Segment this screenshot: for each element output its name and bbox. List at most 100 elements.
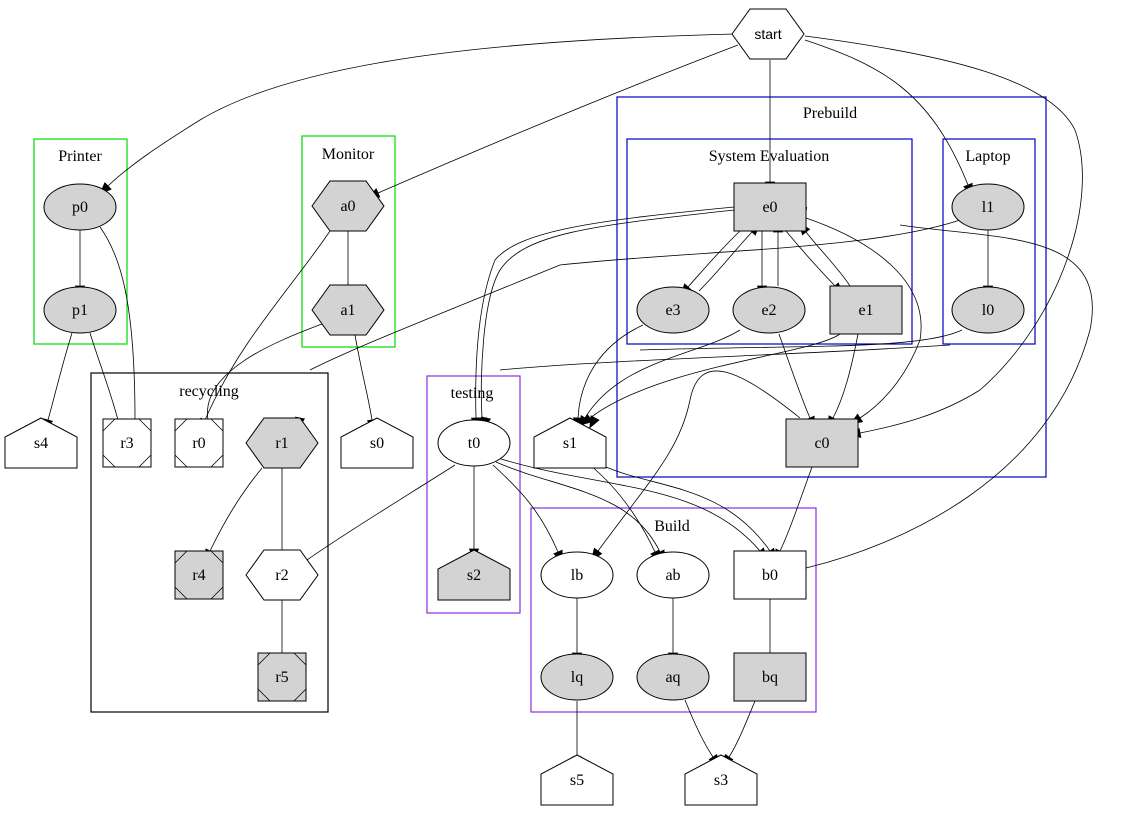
node-lb[interactable]: lb	[540, 551, 614, 599]
node-s4[interactable]: s4	[4, 417, 78, 469]
edge-c0-to-lb	[590, 370, 801, 561]
edge-line	[698, 231, 753, 292]
node-aq[interactable]: aq	[636, 653, 710, 701]
node-shape-house	[437, 549, 511, 601]
node-r3[interactable]: r3	[102, 418, 152, 468]
edge-line	[495, 461, 661, 553]
node-shape-box	[733, 550, 807, 600]
cluster-system-evaluation: System Evaluation	[626, 138, 913, 345]
node-label: aq	[665, 669, 680, 686]
edge-line	[204, 230, 331, 421]
node-shape-house	[540, 754, 614, 806]
node-label: r3	[120, 435, 133, 452]
cluster-border	[426, 375, 521, 614]
node-label: s4	[34, 435, 48, 452]
edge-e0-to-e3	[679, 230, 741, 296]
node-s2[interactable]: s2	[437, 549, 511, 601]
edge-c0-to-b0	[774, 466, 813, 562]
arrowhead-icon	[589, 415, 600, 429]
node-shape-ellipse	[43, 286, 117, 334]
edge-line	[779, 466, 813, 552]
node-l0[interactable]: l0	[951, 286, 1025, 334]
edge-t0-to-r2	[297, 464, 456, 567]
edge-line	[805, 224, 1093, 569]
cluster-border	[301, 135, 396, 348]
edge-line	[832, 333, 859, 419]
edge-line	[804, 39, 969, 186]
edge-line	[47, 332, 73, 421]
edge-p1-to-r3	[89, 332, 123, 432]
node-shape-hexagon	[311, 284, 385, 336]
node-shape-hexagon	[245, 417, 319, 469]
edge-l0-to-s1	[589, 329, 963, 429]
node-shape-msquare	[174, 550, 224, 600]
node-shape-msquare	[257, 652, 307, 702]
edge-line	[805, 217, 922, 419]
node-e1[interactable]: e1	[829, 285, 903, 335]
node-r1[interactable]: r1	[245, 417, 319, 469]
edge-line	[589, 464, 656, 553]
node-p1[interactable]: p1	[43, 286, 117, 334]
cluster-label-build: Build	[654, 518, 690, 535]
node-label: r5	[275, 669, 288, 686]
node-r0[interactable]: r0	[174, 418, 224, 468]
edge-line	[377, 44, 739, 194]
node-c0[interactable]: c0	[785, 418, 859, 468]
node-shape-house	[684, 754, 758, 806]
node-s3[interactable]: s3	[684, 754, 758, 806]
node-s5[interactable]: s5	[540, 754, 614, 806]
node-label: t0	[468, 435, 480, 452]
edge-r1-to-r4	[204, 467, 263, 562]
node-p0[interactable]: p0	[43, 183, 117, 231]
node-shape-box	[829, 285, 903, 335]
node-a1[interactable]: a1	[311, 284, 385, 336]
node-r2[interactable]: r2	[245, 549, 319, 601]
cluster-monitor: Monitor	[301, 135, 396, 348]
cluster-label-testing: testing	[451, 385, 494, 402]
node-r4[interactable]: r4	[174, 550, 224, 600]
edge-e2-to-c0	[778, 333, 815, 430]
node-e2[interactable]: e2	[732, 286, 806, 334]
edge-b0-to-e0	[794, 207, 1093, 569]
nodes: start p0 p1 a0 a1 e0 e1 e2 e3 l0 l1 c0 s0 s1 s2 s3 s4 s5 r…	[4, 8, 1025, 806]
node-label: start	[754, 26, 781, 42]
edge-line	[805, 231, 851, 287]
node-b0[interactable]: b0	[733, 550, 807, 600]
node-e3[interactable]: e3	[636, 286, 710, 334]
edge-a0-to-r0	[200, 230, 331, 432]
edge-line	[492, 464, 559, 553]
edge-t0-to-b0	[497, 457, 768, 561]
node-start[interactable]: start	[731, 8, 805, 60]
node-shape-box	[785, 418, 859, 468]
node-ab[interactable]: ab	[636, 551, 710, 599]
node-label: s0	[370, 435, 384, 452]
node-r5[interactable]: r5	[257, 652, 307, 702]
edge-l0-to-t0	[481, 344, 951, 430]
cluster-label-prebuild: Prebuild	[803, 105, 857, 122]
node-bq[interactable]: bq	[733, 652, 807, 702]
node-a0[interactable]: a0	[311, 180, 385, 232]
node-lq[interactable]: lq	[540, 653, 614, 701]
node-s0[interactable]: s0	[340, 417, 414, 469]
node-s1[interactable]: s1	[533, 417, 607, 469]
edge-line	[354, 334, 373, 421]
node-label: r4	[192, 567, 205, 584]
cluster-recycling: recycling	[90, 372, 329, 713]
edge-line	[207, 323, 323, 421]
node-e0[interactable]: e0	[733, 182, 807, 232]
cluster-border	[33, 138, 128, 345]
edge-line	[99, 226, 136, 421]
node-label: p1	[72, 302, 88, 319]
node-label: p0	[72, 199, 88, 216]
edge-line	[687, 230, 741, 288]
node-label: b0	[762, 567, 778, 584]
edge-e1-to-s1	[580, 333, 841, 426]
cluster-printer: Printer	[33, 138, 128, 345]
node-label: lq	[571, 669, 583, 686]
node-t0[interactable]: t0	[437, 419, 511, 467]
node-label: r1	[275, 435, 288, 452]
node-shape-ellipse	[636, 653, 710, 701]
edge-line	[475, 206, 735, 419]
cluster-border	[942, 138, 1036, 345]
node-l1[interactable]: l1	[951, 183, 1025, 231]
